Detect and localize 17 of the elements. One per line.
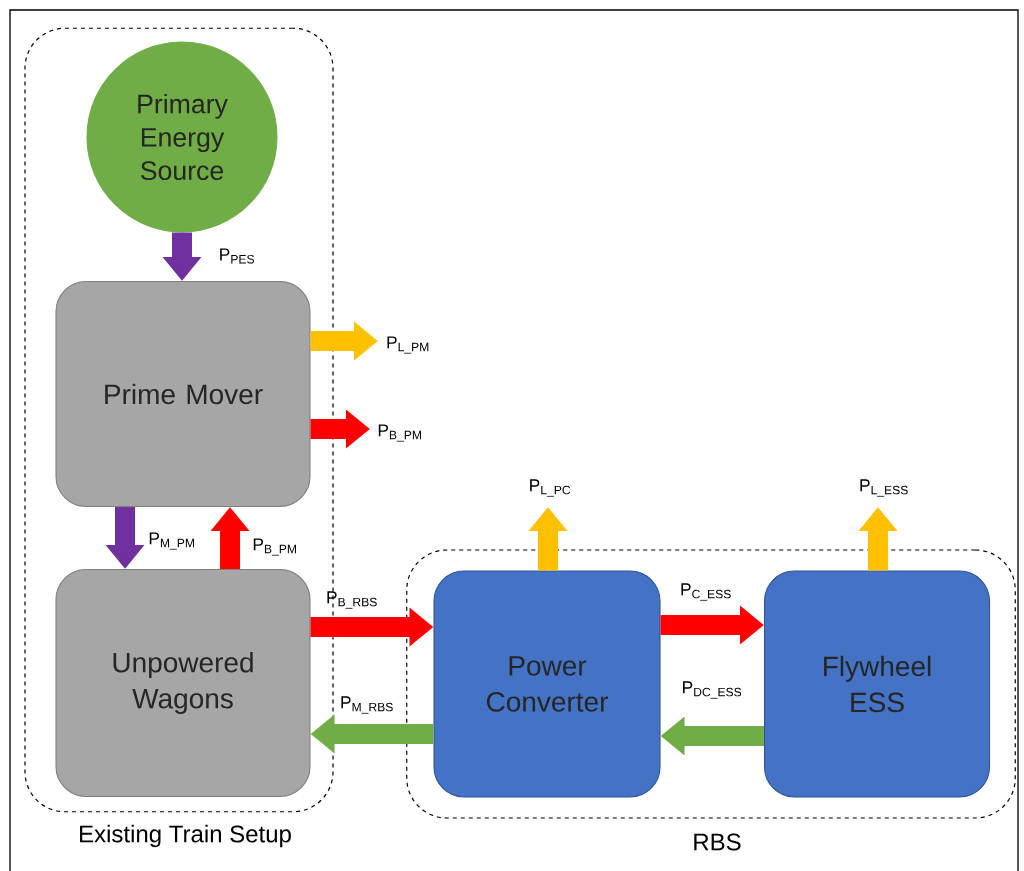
edge-label: P$_{L_ESS}$ (860, 479, 908, 497)
process-box: Prime Mover (55, 280, 311, 508)
edge-label: P$_{PES}$ (220, 248, 255, 264)
edge-label: P$_{B_RBS}$ (327, 591, 377, 609)
edge-label: P$_{DC_ESS}$ (683, 681, 742, 699)
edge-label: P$_{B_PM}$ (253, 538, 296, 556)
process-box: Power Converter (433, 570, 661, 798)
edge-label: P$_{L_PM}$ (387, 336, 429, 354)
edge-label: P$_{B_PM}$ (378, 424, 421, 442)
group-label: RBS (694, 833, 741, 851)
edge-label: P$_{L_PC}$ (530, 479, 571, 497)
group-label: Existing Train Setup (80, 824, 291, 848)
process-box: Flywheel ESS (763, 570, 991, 798)
process-box: Unpowered Wagons (55, 568, 311, 798)
edge-label: P$_{M_PM}$ (149, 532, 194, 550)
edge-label: P$_{C_ESS}$ (681, 583, 731, 601)
edge-label: P$_{M_RBS}$ (341, 696, 393, 714)
